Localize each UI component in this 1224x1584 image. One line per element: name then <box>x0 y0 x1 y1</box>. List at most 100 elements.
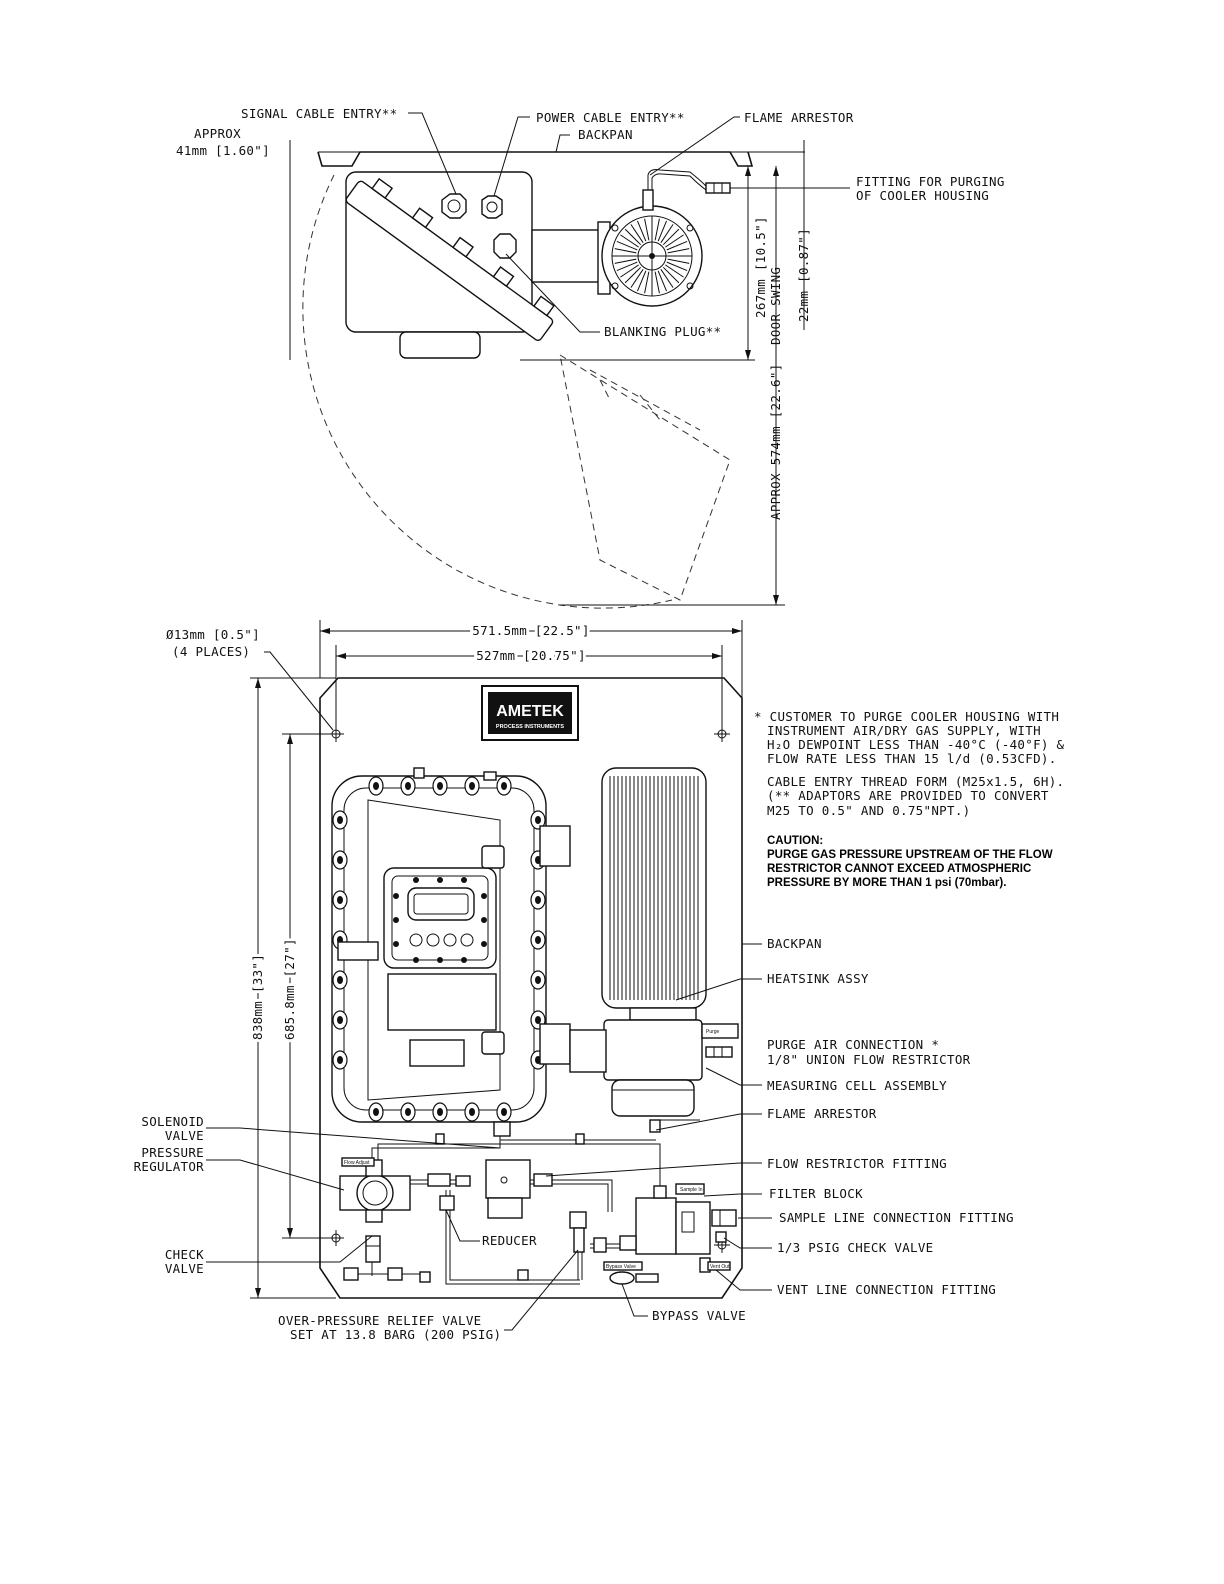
cooler-fin <box>667 258 690 264</box>
solenoid-label-2: VALVE <box>165 1128 204 1143</box>
filter-block: Sample In <box>635 1183 711 1255</box>
caution-line2: RESTRICTOR CANNOT EXCEED ATMOSPHERIC <box>767 863 1031 875</box>
door-swing-label: DOOR SWING <box>768 267 783 345</box>
mounting-hole-icon <box>328 726 344 742</box>
purge-fitting-label-2: OF COOLER HOUSING <box>856 188 989 203</box>
hole-places-label: (4 PLACES) <box>172 644 250 659</box>
cooler-fin <box>644 271 650 294</box>
bypass-valve: Bypass Valve <box>603 1261 659 1285</box>
cooler-housing-top <box>597 205 703 307</box>
enclosure-bolt-head <box>337 1056 343 1064</box>
cooler-fin <box>614 248 637 254</box>
enclosure-bolt-head <box>405 1108 411 1116</box>
backpan-top-label: BACKPAN <box>578 127 633 142</box>
power-cable-entry-label: POWER CABLE ENTRY** <box>536 110 685 125</box>
note1-line4: FLOW RATE LESS THAN 15 l/d (0.53CFD). <box>767 751 1057 766</box>
relief-valve-label-2: SET AT 13.8 BARG (200 PSIG) <box>290 1327 501 1342</box>
svg-text:Vent Out: Vent Out <box>710 1264 730 1270</box>
check-valve-part <box>365 1235 381 1263</box>
enclosure-bolt-head <box>535 936 541 944</box>
signal-cable-entry-label: SIGNAL CABLE ENTRY** <box>241 106 398 121</box>
cooler-fin <box>660 269 674 288</box>
measuring-cell-label: MEASURING CELL ASSEMBLY <box>767 1078 947 1093</box>
enclosure-bolt-head <box>469 782 475 790</box>
pressure-regulator-label-2: REGULATOR <box>134 1159 205 1174</box>
svg-text:Flow Adjust: Flow Adjust <box>344 1160 370 1166</box>
cooler-fin <box>654 271 660 294</box>
bypass-valve-label: BYPASS VALVE <box>652 1308 746 1323</box>
cooler-fin <box>657 220 668 242</box>
sample-line-fitting <box>711 1209 737 1227</box>
dim-574-label: APPROX 574mm [22.6"] <box>768 363 783 520</box>
cooler-neck <box>531 229 605 283</box>
enclosure-bolt-head <box>535 976 541 984</box>
enclosure-bolt-head <box>373 1108 379 1116</box>
caution-title: CAUTION: <box>767 835 823 847</box>
cooler-fin <box>620 234 639 248</box>
cooler-fin <box>624 228 642 246</box>
cooler-fin <box>657 270 668 292</box>
blanking-plug-label: BLANKING PLUG** <box>604 324 721 339</box>
fittings: Flow Adjust <box>341 1119 667 1283</box>
backpan-outline <box>319 677 743 1299</box>
enclosure-bolt-head <box>337 856 343 864</box>
logo-sub-text: PROCESS INSTRUMENTS <box>496 724 564 730</box>
door-swing-arc <box>302 174 673 609</box>
cooler-fin <box>620 264 639 278</box>
vent-line-label: VENT LINE CONNECTION FITTING <box>777 1282 996 1297</box>
cooler-fin <box>665 264 684 278</box>
enclosure-bolt-head <box>437 1108 443 1116</box>
svg-text:Sample In: Sample In <box>680 1187 703 1193</box>
top-view <box>289 112 850 609</box>
cooler-fin <box>624 266 642 284</box>
cooler-fin <box>636 270 647 292</box>
enclosure-bolt-head <box>501 782 507 790</box>
enclosure-bolt-head <box>535 896 541 904</box>
cooler-fin <box>614 258 637 264</box>
enclosure-bolt-head <box>501 1108 507 1116</box>
enclosure-bolt-head <box>337 1016 343 1024</box>
note1-line1: * CUSTOMER TO PURGE COOLER HOUSING WITH <box>754 709 1059 724</box>
cooler-fin <box>667 248 690 254</box>
svg-text:Bypass Valve: Bypass Valve <box>606 1264 636 1270</box>
enclosure-bolt-head <box>373 782 379 790</box>
vent-fitting: Vent Out <box>699 1257 731 1273</box>
cooler-fin <box>660 224 674 243</box>
hole-dia-label: Ø13mm [0.5"] <box>166 627 260 642</box>
dim-22-label: 22mm [0.87"] <box>796 228 811 322</box>
flame-arrestor-top-label: FLAME ARRESTOR <box>744 110 854 125</box>
enclosure-base <box>399 331 481 359</box>
backpan-front-label: BACKPAN <box>767 936 822 951</box>
cooler-fin <box>630 224 644 243</box>
filter-block-label: FILTER BLOCK <box>769 1186 863 1201</box>
signal-cable-entry-icon <box>441 193 467 219</box>
cooler-fin <box>662 266 680 284</box>
relief-valve <box>569 1211 587 1253</box>
note2-line2: (** ADAPTORS ARE PROVIDED TO CONVERT <box>767 788 1049 803</box>
cooler-fin <box>616 240 638 251</box>
flame-arrestor-fitting <box>642 189 654 211</box>
note1-line3: H₂O DEWPOINT LESS THAN -40°C (-40°F) & <box>767 737 1065 752</box>
relief-valve-label-1: OVER-PRESSURE RELIEF VALVE <box>278 1313 481 1328</box>
enclosure-bolt-head <box>337 896 343 904</box>
check-valve-13 <box>715 1231 727 1243</box>
purge-fitting-label-1: FITTING FOR PURGING <box>856 174 1005 189</box>
heatsink-label: HEATSINK ASSY <box>767 971 869 986</box>
cooler-fin <box>630 269 644 288</box>
logo-main-text: AMETEK <box>496 703 564 720</box>
purge-fitting <box>705 182 731 194</box>
solenoid-valve <box>485 1121 531 1219</box>
check-valve-13-label: 1/3 PSIG CHECK VALVE <box>777 1240 934 1255</box>
sample-line-label: SAMPLE LINE CONNECTION FITTING <box>779 1210 1014 1225</box>
purge-air-fitting <box>705 1046 733 1058</box>
note1-line2: INSTRUMENT AIR/DRY GAS SUPPLY, WITH <box>767 723 1041 738</box>
pressure-regulator-label-1: PRESSURE <box>141 1145 204 1160</box>
notes-block: * CUSTOMER TO PURGE COOLER HOUSING WITH … <box>754 709 1065 889</box>
cooler-fin <box>616 261 638 272</box>
reducer-label: REDUCER <box>482 1233 537 1248</box>
height-inner-label: 685.8mm [27"] <box>282 938 297 1040</box>
flame-arrestor-front-label: FLAME ARRESTOR <box>767 1106 877 1121</box>
backpan-plate <box>317 151 754 167</box>
enclosure-door <box>345 177 555 341</box>
